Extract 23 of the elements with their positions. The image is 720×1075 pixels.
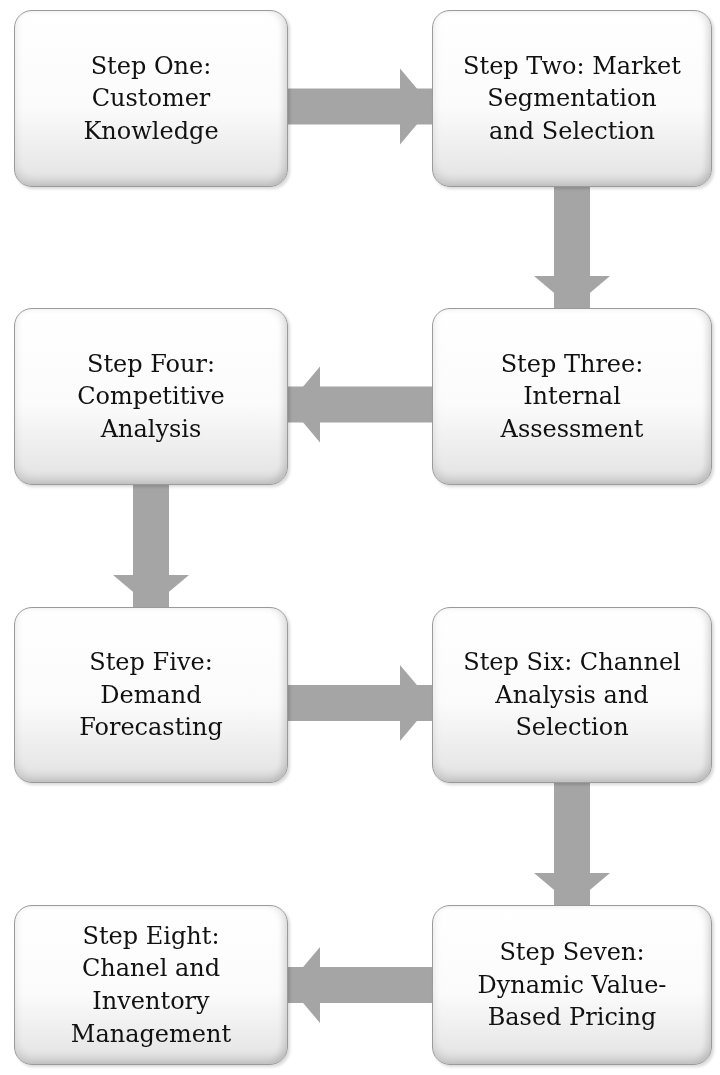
block-arrow	[534, 783, 610, 905]
step-box	[432, 10, 712, 187]
block-arrow	[113, 485, 189, 607]
step-box	[432, 905, 712, 1065]
step-label: Step Three: Internal Assessment	[499, 348, 645, 445]
block-arrow	[288, 665, 432, 741]
block-arrow	[288, 947, 432, 1023]
step-box	[432, 308, 712, 485]
step-box	[432, 607, 712, 783]
step-label: Step Seven: Dynamic Value-Based Pricing	[476, 937, 668, 1034]
block-arrow	[288, 366, 432, 443]
block-arrow	[534, 187, 610, 308]
step-label: Step Eight: Chanel and Inventory Management	[69, 920, 233, 1050]
step-box	[14, 607, 288, 783]
block-arrow	[288, 68, 432, 145]
step-label: Step Five: Demand Forecasting	[78, 647, 224, 744]
step-label: Step One: Customer Knowledge	[82, 50, 220, 147]
step-box	[14, 308, 288, 485]
step-label: Step Two: Market Segmentation and Selection	[463, 50, 681, 147]
step-label: Step Six: Channel Analysis and Selection	[463, 647, 681, 744]
step-box	[14, 905, 288, 1065]
step-box	[14, 10, 288, 187]
step-label: Step Four: Competitive Analysis	[76, 348, 226, 445]
